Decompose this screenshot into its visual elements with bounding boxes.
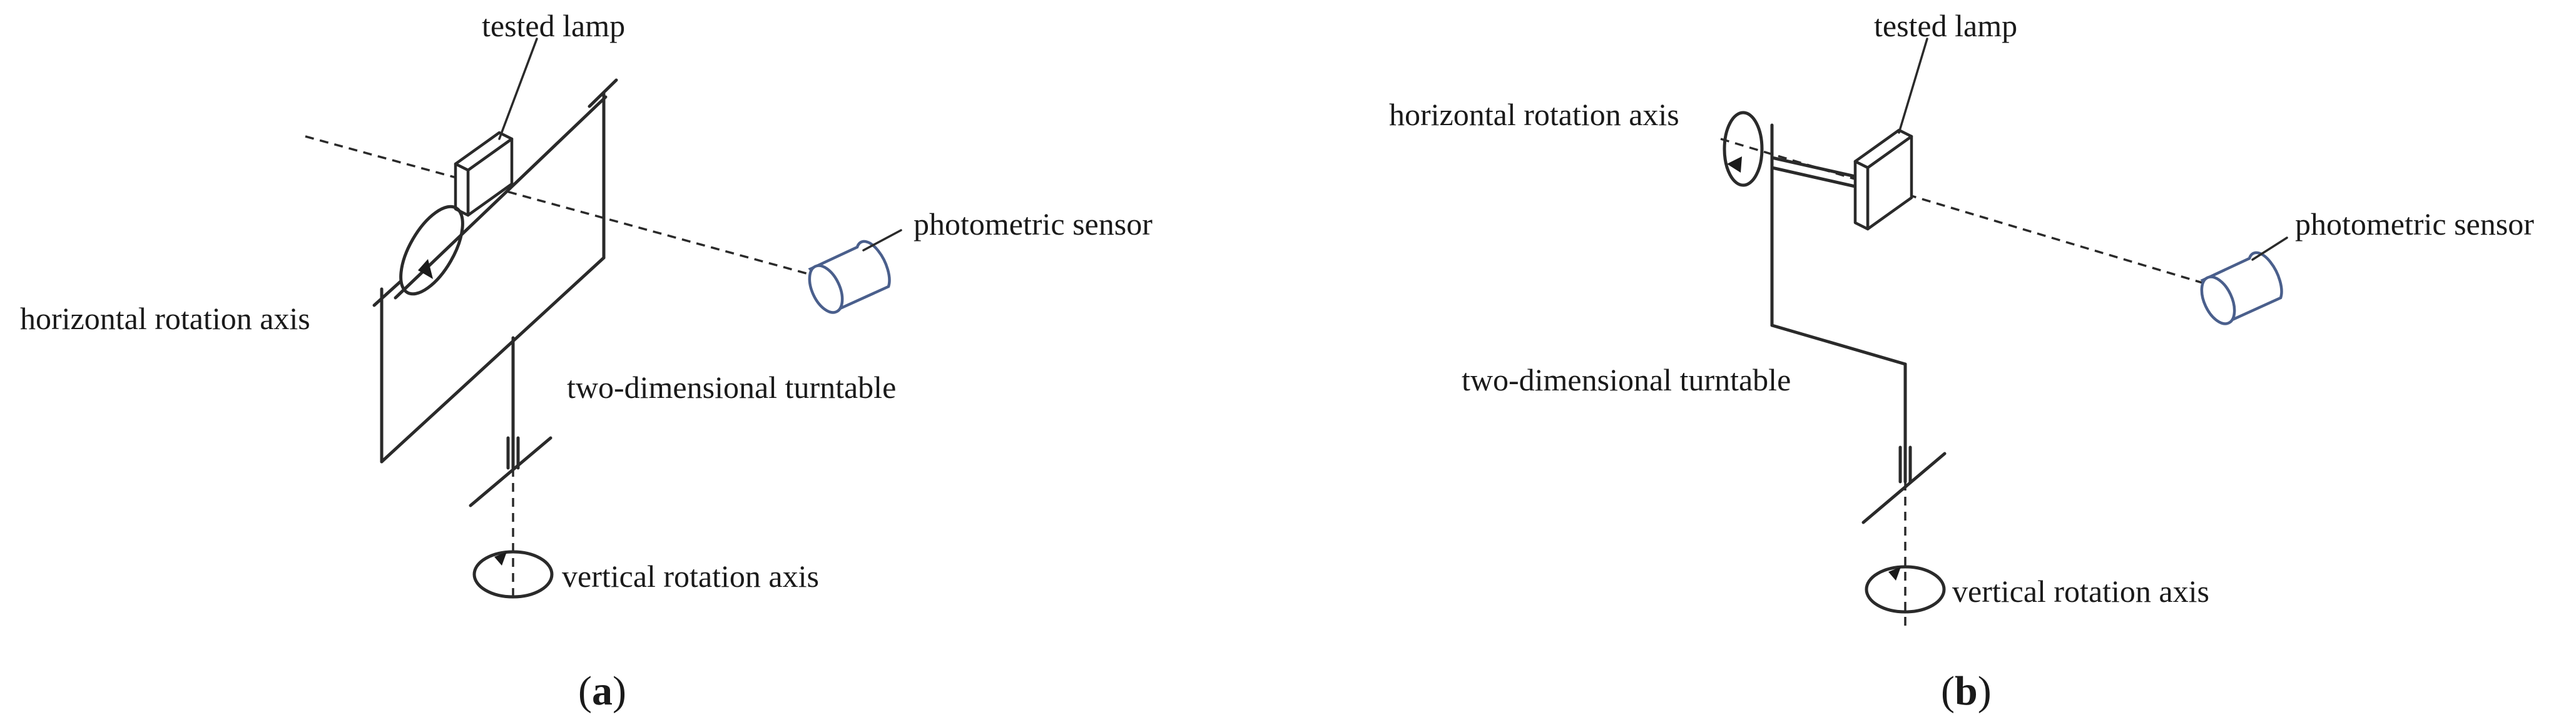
caption-a-open: ( [578, 668, 592, 714]
caption-a-letter: a [592, 668, 613, 714]
caption-b-close: ) [1978, 668, 1992, 714]
label-horizontal-rotation-axis-a: horizontal rotation axis [20, 301, 310, 336]
leader-photometric-sensor-b [2251, 236, 2288, 261]
label-photometric-sensor-b: photometric sensor [2295, 206, 2534, 241]
caption-b-open: ( [1941, 668, 1955, 714]
leader-photometric-sensor-a [862, 229, 902, 252]
label-tested-lamp-a: tested lamp [482, 8, 625, 43]
leader-tested-lamp-b [1898, 38, 1928, 134]
optical-axis-a [305, 135, 814, 277]
tested-lamp-box-a [454, 131, 514, 217]
optical-axis-b [1720, 138, 2216, 288]
leader-tested-lamp-a [498, 38, 538, 140]
turntable-frame-a [372, 78, 618, 507]
horizontal-rotation-arrow-b [1723, 111, 1764, 187]
label-horizontal-rotation-axis-b: horizontal rotation axis [1389, 97, 1679, 132]
caption-b: (b) [1941, 668, 1992, 714]
caption-a: (a) [578, 668, 626, 714]
vertical-rotation-arrow-b [1865, 565, 1946, 614]
caption-b-letter: b [1955, 668, 1978, 714]
label-two-dimensional-turntable-b: two-dimensional turntable [1462, 362, 1791, 397]
photometric-sensor-b [2200, 251, 2283, 325]
label-photometric-sensor-a: photometric sensor [914, 206, 1153, 241]
label-vertical-rotation-axis-a: vertical rotation axis [562, 559, 819, 594]
vertical-rotation-arrow-a [472, 550, 554, 599]
panel-b: tested lamp photometric sensor horizonta… [1389, 8, 2534, 714]
panel-a: tested lamp photometric sensor horizonta… [20, 8, 1153, 714]
tested-lamp-box-b [1853, 128, 1913, 231]
caption-a-close: ) [613, 668, 626, 714]
label-tested-lamp-b: tested lamp [1874, 8, 2017, 43]
label-vertical-rotation-axis-b: vertical rotation axis [1952, 574, 2209, 609]
turntable-frame-b [1770, 123, 1947, 524]
photometric-sensor-a [808, 240, 891, 314]
horizontal-rotation-arrow-a [399, 205, 464, 296]
label-two-dimensional-turntable-a: two-dimensional turntable [567, 370, 896, 405]
